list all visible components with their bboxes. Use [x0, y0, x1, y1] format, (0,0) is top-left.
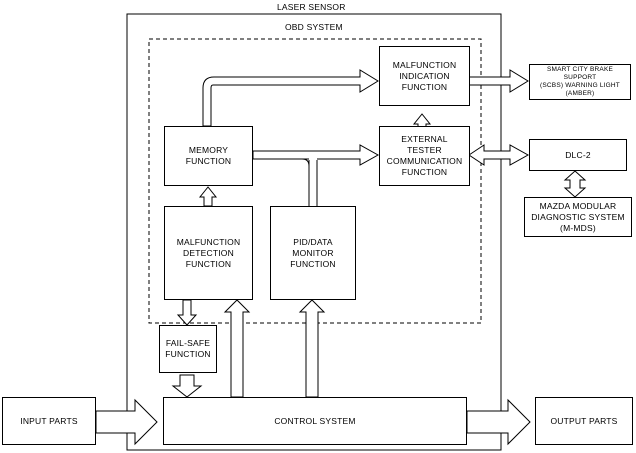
pid-data-monitor-block: PID/DATA MONITOR FUNCTION [270, 206, 356, 300]
scbs-warning-light-block: SMART CITY BRAKE SUPPORT (SCBS) WARNING … [529, 64, 631, 100]
memory-to-indication-arrow [202, 69, 379, 127]
control-to-detection-arrow [223, 299, 251, 398]
detection-to-failsafe-arrow [176, 299, 198, 326]
memory-block: MEMORY FUNCTION [164, 126, 253, 186]
control-system-block: CONTROL SYSTEM [163, 397, 467, 445]
output-parts-block: OUTPUT PARTS [535, 397, 633, 445]
control-to-pid-arrow [298, 299, 326, 398]
malfunction-detection-block: MALFUNCTION DETECTION FUNCTION [164, 206, 253, 300]
indication-to-scbs-arrow [468, 69, 529, 93]
input-arrow [95, 398, 158, 446]
detection-to-memory-arrow [198, 186, 218, 207]
failsafe-to-control-arrow [171, 374, 203, 398]
dlc2-block: DLC-2 [529, 139, 627, 171]
laser-sensor-label: LASER SENSOR [277, 2, 346, 12]
input-parts-block: INPUT PARTS [2, 397, 96, 445]
memory-to-tester-arrow [252, 144, 380, 166]
malfunction-indication-block: MALFUNCTION INDICATION FUNCTION [379, 46, 470, 106]
fail-safe-block: FAIL-SAFE FUNCTION [159, 325, 217, 373]
external-tester-block: EXTERNAL TESTER COMMUNICATION FUNCTION [379, 126, 470, 186]
output-arrow [466, 398, 531, 446]
obd-system-label: OBD SYSTEM [285, 22, 343, 32]
tester-dlc2-arrow [468, 144, 530, 166]
dlc2-mmds-arrow [563, 170, 587, 198]
m-mds-block: MAZDA MODULAR DIAGNOSTIC SYSTEM (M-MDS) [524, 197, 632, 237]
